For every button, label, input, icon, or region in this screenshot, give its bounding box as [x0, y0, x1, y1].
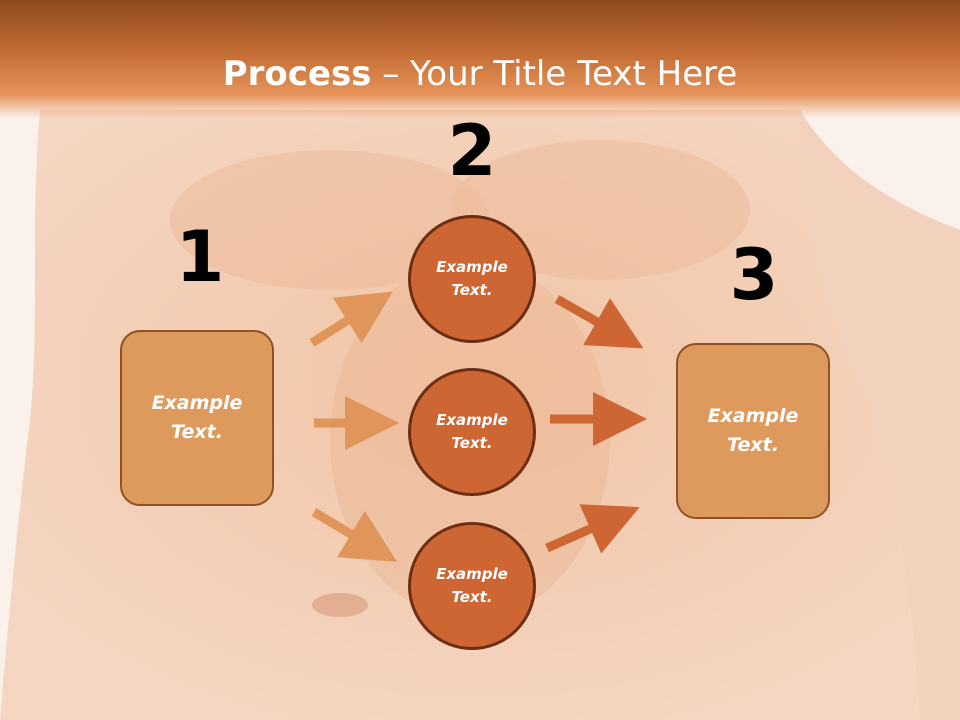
right-box-text: Example Text. [707, 405, 799, 456]
step-number-2: 2 [447, 110, 497, 192]
circle-middle-text: Example Text. [436, 411, 508, 452]
circle-top-text: Example Text. [436, 258, 508, 299]
title-bold: Process [222, 54, 372, 94]
arrow-top-to-right [554, 295, 644, 349]
circle-top[interactable]: Example Text. [408, 215, 536, 343]
right-box[interactable]: Example Text. [676, 343, 830, 519]
circle-bottom-text: Example Text. [436, 565, 508, 606]
circle-bottom[interactable]: Example Text. [408, 522, 536, 650]
step-number-1: 1 [175, 216, 225, 298]
circle-middle[interactable]: Example Text. [408, 368, 536, 496]
arrow-bottom-to-right [545, 504, 640, 554]
arrow-left-to-bottom [311, 508, 398, 562]
title-rest: – Your Title Text Here [371, 54, 738, 94]
left-box[interactable]: Example Text. [120, 330, 274, 506]
title-bar [0, 0, 960, 118]
step-number-3: 3 [729, 234, 779, 316]
left-box-text: Example Text. [151, 392, 243, 443]
arrow-left-to-top [309, 291, 393, 347]
slide-title: Process – Your Title Text Here [0, 52, 960, 96]
